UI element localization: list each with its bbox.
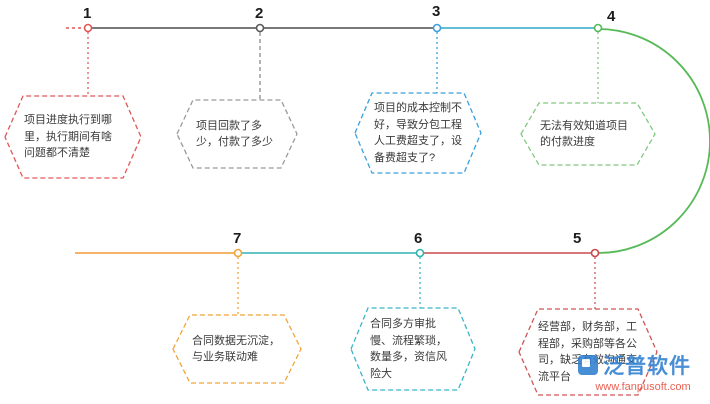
hexagon-shape-2	[176, 99, 298, 169]
callout-3: 项目的成本控制不好，导致分包工程人工费超支了，设备费超支了?	[354, 92, 482, 174]
callout-4: 无法有效知道项目的付款进度	[520, 102, 656, 166]
step-number-1: 1	[83, 5, 92, 22]
step-number-7: 7	[233, 230, 242, 247]
hexagon-shape-7	[172, 314, 302, 384]
callout-text-5: 经营部，财务部，工程部，采购部等各公司，缺乏有效沟通交流平台	[538, 321, 637, 383]
watermark-url: www.fanpusoft.com	[595, 381, 691, 393]
watermark-brand-row: 泛普软件	[578, 350, 708, 380]
callout-text-4: 无法有效知道项目的付款进度	[540, 119, 628, 149]
callout-5: 经营部，财务部，工程部，采购部等各公司，缺乏有效沟通交流平台	[518, 308, 658, 396]
callout-text-6: 合同多方审批慢、流程繁琐，数量多，资信风险大	[370, 318, 447, 380]
hexagon-shape-3	[354, 92, 482, 174]
curve-segment-4-5	[597, 28, 710, 254]
callout-text-2: 项目回款了多少，付款了多少	[196, 119, 273, 149]
watermark: 泛普软件 www.fanpusoft.com	[578, 350, 708, 393]
callout-text-7: 合同数据无沉淀，与业务联动难	[192, 334, 280, 364]
callout-6: 合同多方审批慢、流程繁琐，数量多，资信风险大	[350, 307, 476, 391]
node-7	[233, 248, 243, 258]
callout-7: 合同数据无沉淀，与业务联动难	[172, 314, 302, 384]
hexagon-shape-4	[520, 102, 656, 166]
node-3	[432, 23, 442, 33]
step-number-3: 3	[432, 3, 441, 20]
node-4	[593, 23, 603, 33]
step-number-2: 2	[255, 5, 264, 22]
callout-2: 项目回款了多少，付款了多少	[176, 99, 298, 169]
callout-text-1: 项目进度执行到哪里，执行期间有啥问题都不清楚	[24, 114, 112, 160]
node-6	[415, 248, 425, 258]
callout-text-3: 项目的成本控制不好，导致分包工程人工费超支了，设备费超支了?	[374, 102, 462, 164]
node-5	[590, 248, 600, 258]
step-number-6: 6	[414, 230, 423, 247]
step-number-5: 5	[573, 230, 582, 247]
hexagon-shape-1	[4, 95, 142, 179]
node-1	[83, 23, 93, 33]
step-number-4: 4	[607, 8, 616, 25]
watermark-brand: 泛普软件	[603, 355, 691, 378]
hexagon-shape-5	[518, 308, 658, 396]
watermark-logo-icon	[578, 355, 598, 375]
hexagon-shape-6	[350, 307, 476, 391]
node-2	[255, 23, 265, 33]
callout-1: 项目进度执行到哪里，执行期间有啥问题都不清楚	[4, 95, 142, 179]
